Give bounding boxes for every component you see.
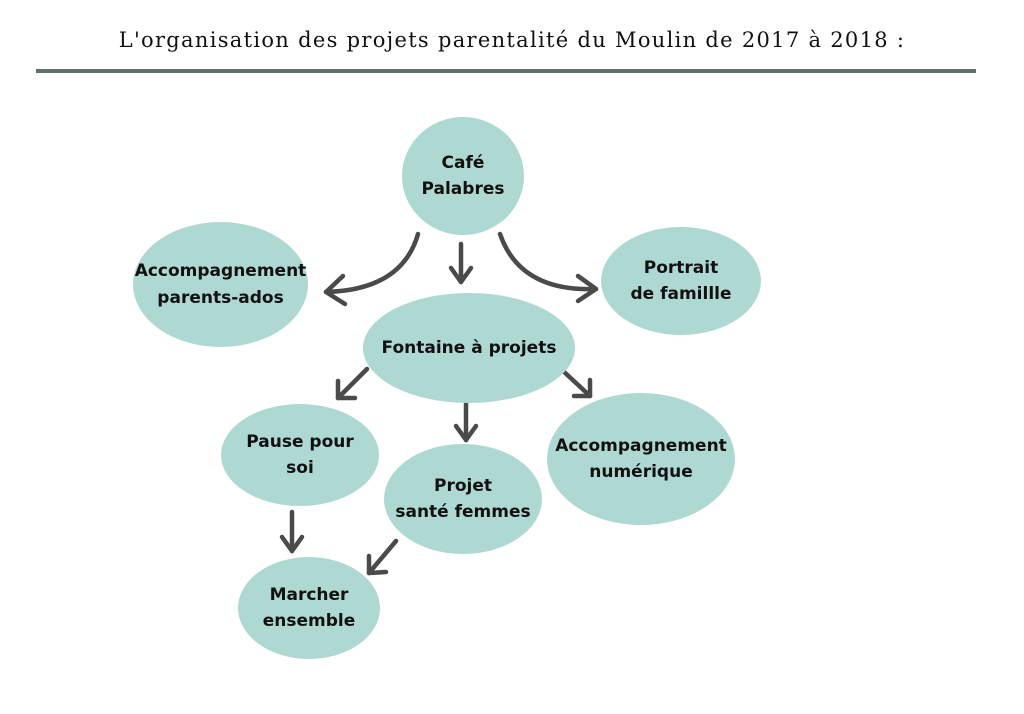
arrow-cafe-to-portrait <box>497 231 599 292</box>
arrowhead-fontaine-to-sante <box>453 423 479 443</box>
page-title: L'organisation des projets parentalité d… <box>118 28 906 52</box>
arrowhead-fontaine-to-numerique <box>571 377 593 399</box>
arrowhead-sante-to-marcher <box>366 553 389 576</box>
arrowhead-cafe-to-portrait <box>575 273 599 304</box>
node-sante-line1: Projet <box>433 475 492 496</box>
node-fontaine-a-projets: Fontaine à projets <box>363 293 575 403</box>
arrow-sante-to-marcher <box>366 538 399 576</box>
node-numerique-line1: Accompagnement <box>555 435 727 456</box>
arrowhead-cafe-to-parents-ados <box>323 273 348 307</box>
node-marcher-ensemble: Marcher ensemble <box>238 557 380 659</box>
node-pause-pour-soi: Pause pour soi <box>221 404 379 506</box>
node-parents-ados-line1: Accompagnement <box>134 261 307 282</box>
node-cafe-line1: Café <box>441 152 485 173</box>
node-sante-line2: santé femmes <box>395 502 531 522</box>
arrow-cafe-to-parents-ados <box>323 231 421 295</box>
arrowhead-pause-to-marcher <box>279 534 305 554</box>
node-marcher-line1: Marcher <box>269 584 349 605</box>
node-portrait-line2: de famillle <box>630 284 732 304</box>
node-fontaine-line1: Fontaine à projets <box>381 337 557 358</box>
node-pause-line1: Pause pour <box>246 431 354 452</box>
arrowhead-cafe-to-fontaine <box>448 265 474 285</box>
arrowhead-fontaine-to-pause <box>335 378 358 401</box>
node-marcher-line2: ensemble <box>262 611 356 631</box>
node-cafe-palabres: Café Palabres <box>402 117 524 235</box>
arrow-fontaine-to-pause <box>335 366 370 401</box>
title-divider <box>36 69 976 73</box>
node-accompagnement-parents-ados: Accompagnement parents-ados <box>133 222 308 347</box>
node-pause-line2: soi <box>286 458 314 478</box>
arrow-fontaine-to-numerique <box>559 367 593 399</box>
node-projet-sante-femmes: Projet santé femmes <box>384 444 542 554</box>
node-parents-ados-line2: parents-ados <box>157 287 284 308</box>
node-cafe-line2: Palabres <box>421 179 505 199</box>
node-accompagnement-numerique: Accompagnement numérique <box>547 393 735 525</box>
node-numerique-line2: numérique <box>589 462 693 482</box>
node-portrait-de-famille: Portrait de famillle <box>601 227 761 335</box>
node-portrait-line1: Portrait <box>643 257 719 278</box>
